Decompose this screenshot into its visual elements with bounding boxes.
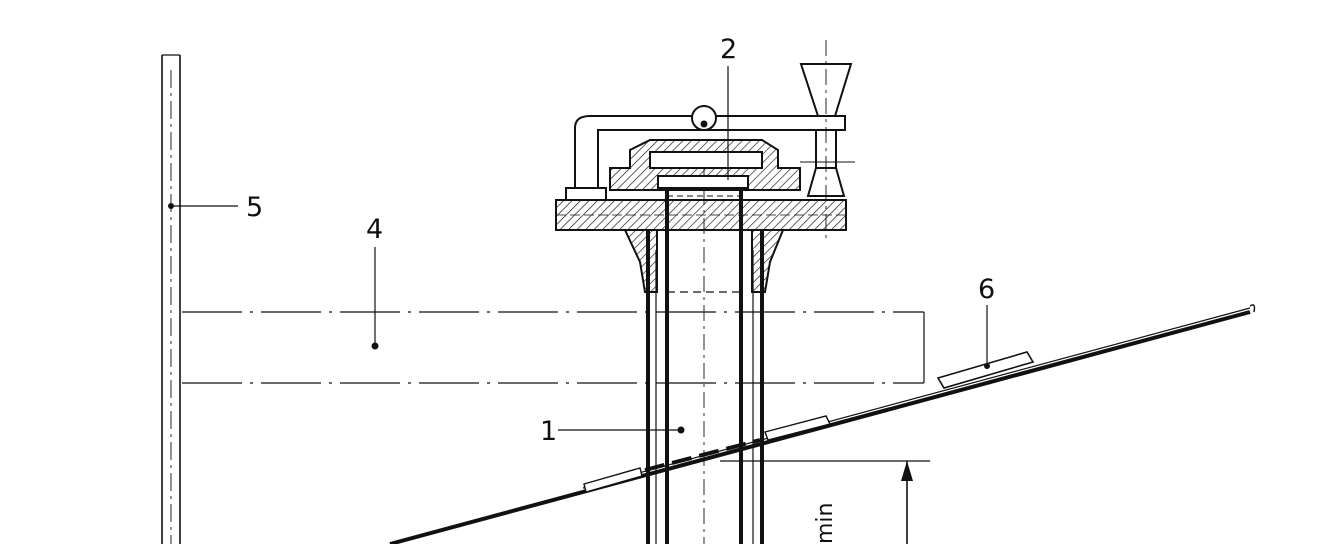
funnel-nozzle bbox=[799, 40, 855, 240]
label-6: 6 bbox=[978, 274, 995, 305]
flange-housing bbox=[555, 199, 847, 293]
leader-lines bbox=[171, 66, 988, 431]
pad-small bbox=[583, 415, 832, 493]
cover-cap bbox=[609, 139, 801, 197]
sloped-plate bbox=[389, 304, 1256, 544]
dimension-label-min: min bbox=[813, 503, 838, 544]
label-5: 5 bbox=[246, 192, 263, 223]
label-1: 1 bbox=[540, 416, 557, 447]
pad-6 bbox=[936, 351, 1035, 389]
label-4: 4 bbox=[366, 214, 383, 245]
dimension-line bbox=[720, 460, 930, 544]
leader-dots bbox=[168, 203, 990, 434]
clamp-lever bbox=[565, 105, 846, 201]
label-2: 2 bbox=[720, 34, 737, 65]
vertical-rod bbox=[161, 54, 181, 544]
dash-dot-rectangle bbox=[182, 311, 925, 384]
